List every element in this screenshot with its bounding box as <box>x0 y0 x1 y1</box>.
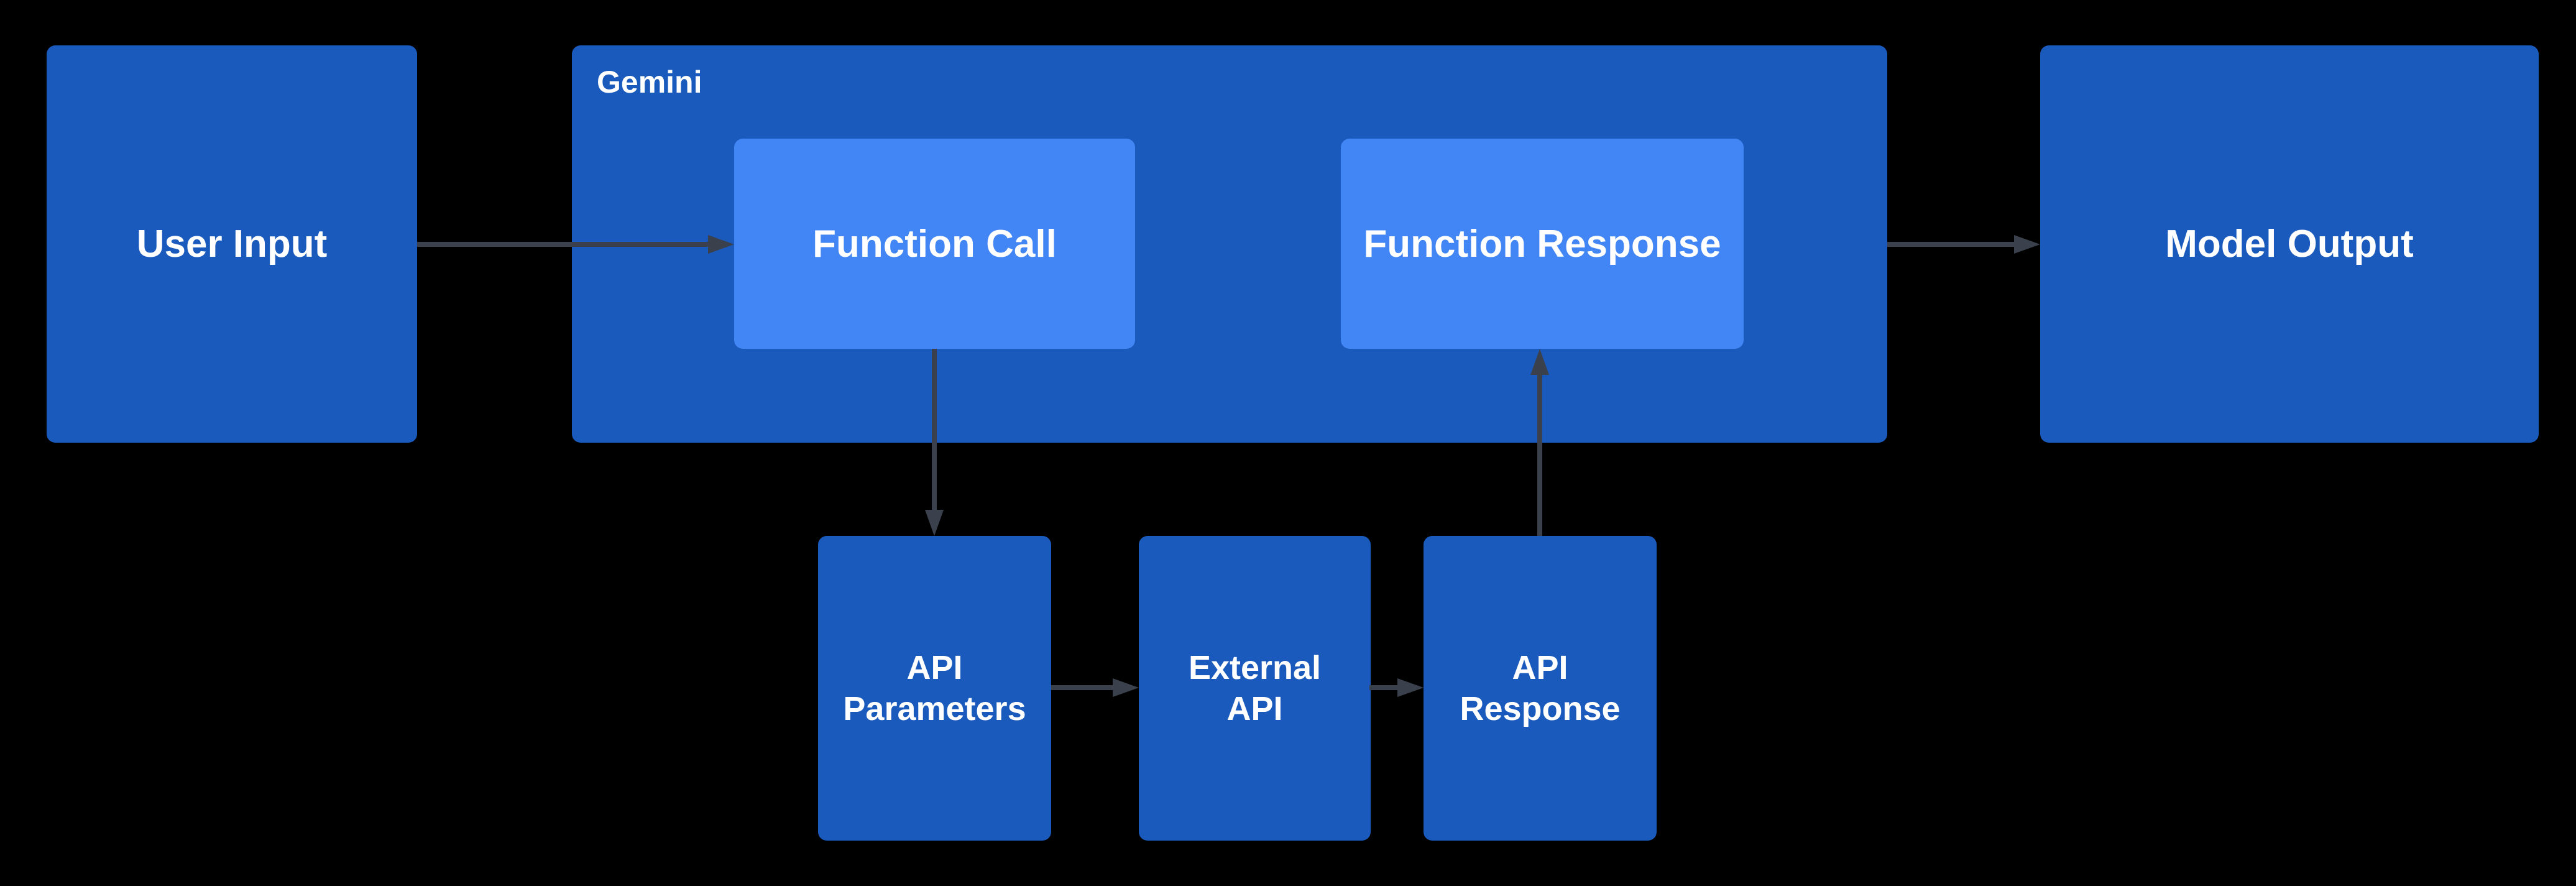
node-api-response-label-line2: Response <box>1460 690 1621 727</box>
node-api-parameters: API Parameters <box>818 536 1051 841</box>
node-model-output-label: Model Output <box>2165 223 2414 265</box>
node-user-input: User Input <box>47 45 417 443</box>
node-api-parameters-label-line1: API <box>906 649 963 686</box>
node-gemini-label: Gemini <box>597 65 702 99</box>
node-external-api-label-line2: API <box>1226 690 1283 727</box>
node-user-input-label: User Input <box>136 223 328 265</box>
arrow-api-parameters-to-external-api <box>1051 678 1139 697</box>
node-function-response-label: Function Response <box>1363 222 1721 265</box>
node-api-response: API Response <box>1424 536 1657 841</box>
node-external-api: External API <box>1139 536 1371 841</box>
node-function-response: Function Response <box>1341 139 1744 349</box>
node-function-call: Function Call <box>734 139 1135 349</box>
node-model-output: Model Output <box>2040 45 2539 443</box>
arrow-gemini-to-model-output <box>1887 235 2040 254</box>
arrow-external-api-to-api-response <box>1369 678 1424 697</box>
node-api-parameters-label-line2: Parameters <box>843 690 1026 727</box>
node-function-call-label: Function Call <box>812 222 1057 265</box>
node-external-api-label-line1: External <box>1188 649 1322 686</box>
node-api-response-label-line1: API <box>1512 649 1568 686</box>
